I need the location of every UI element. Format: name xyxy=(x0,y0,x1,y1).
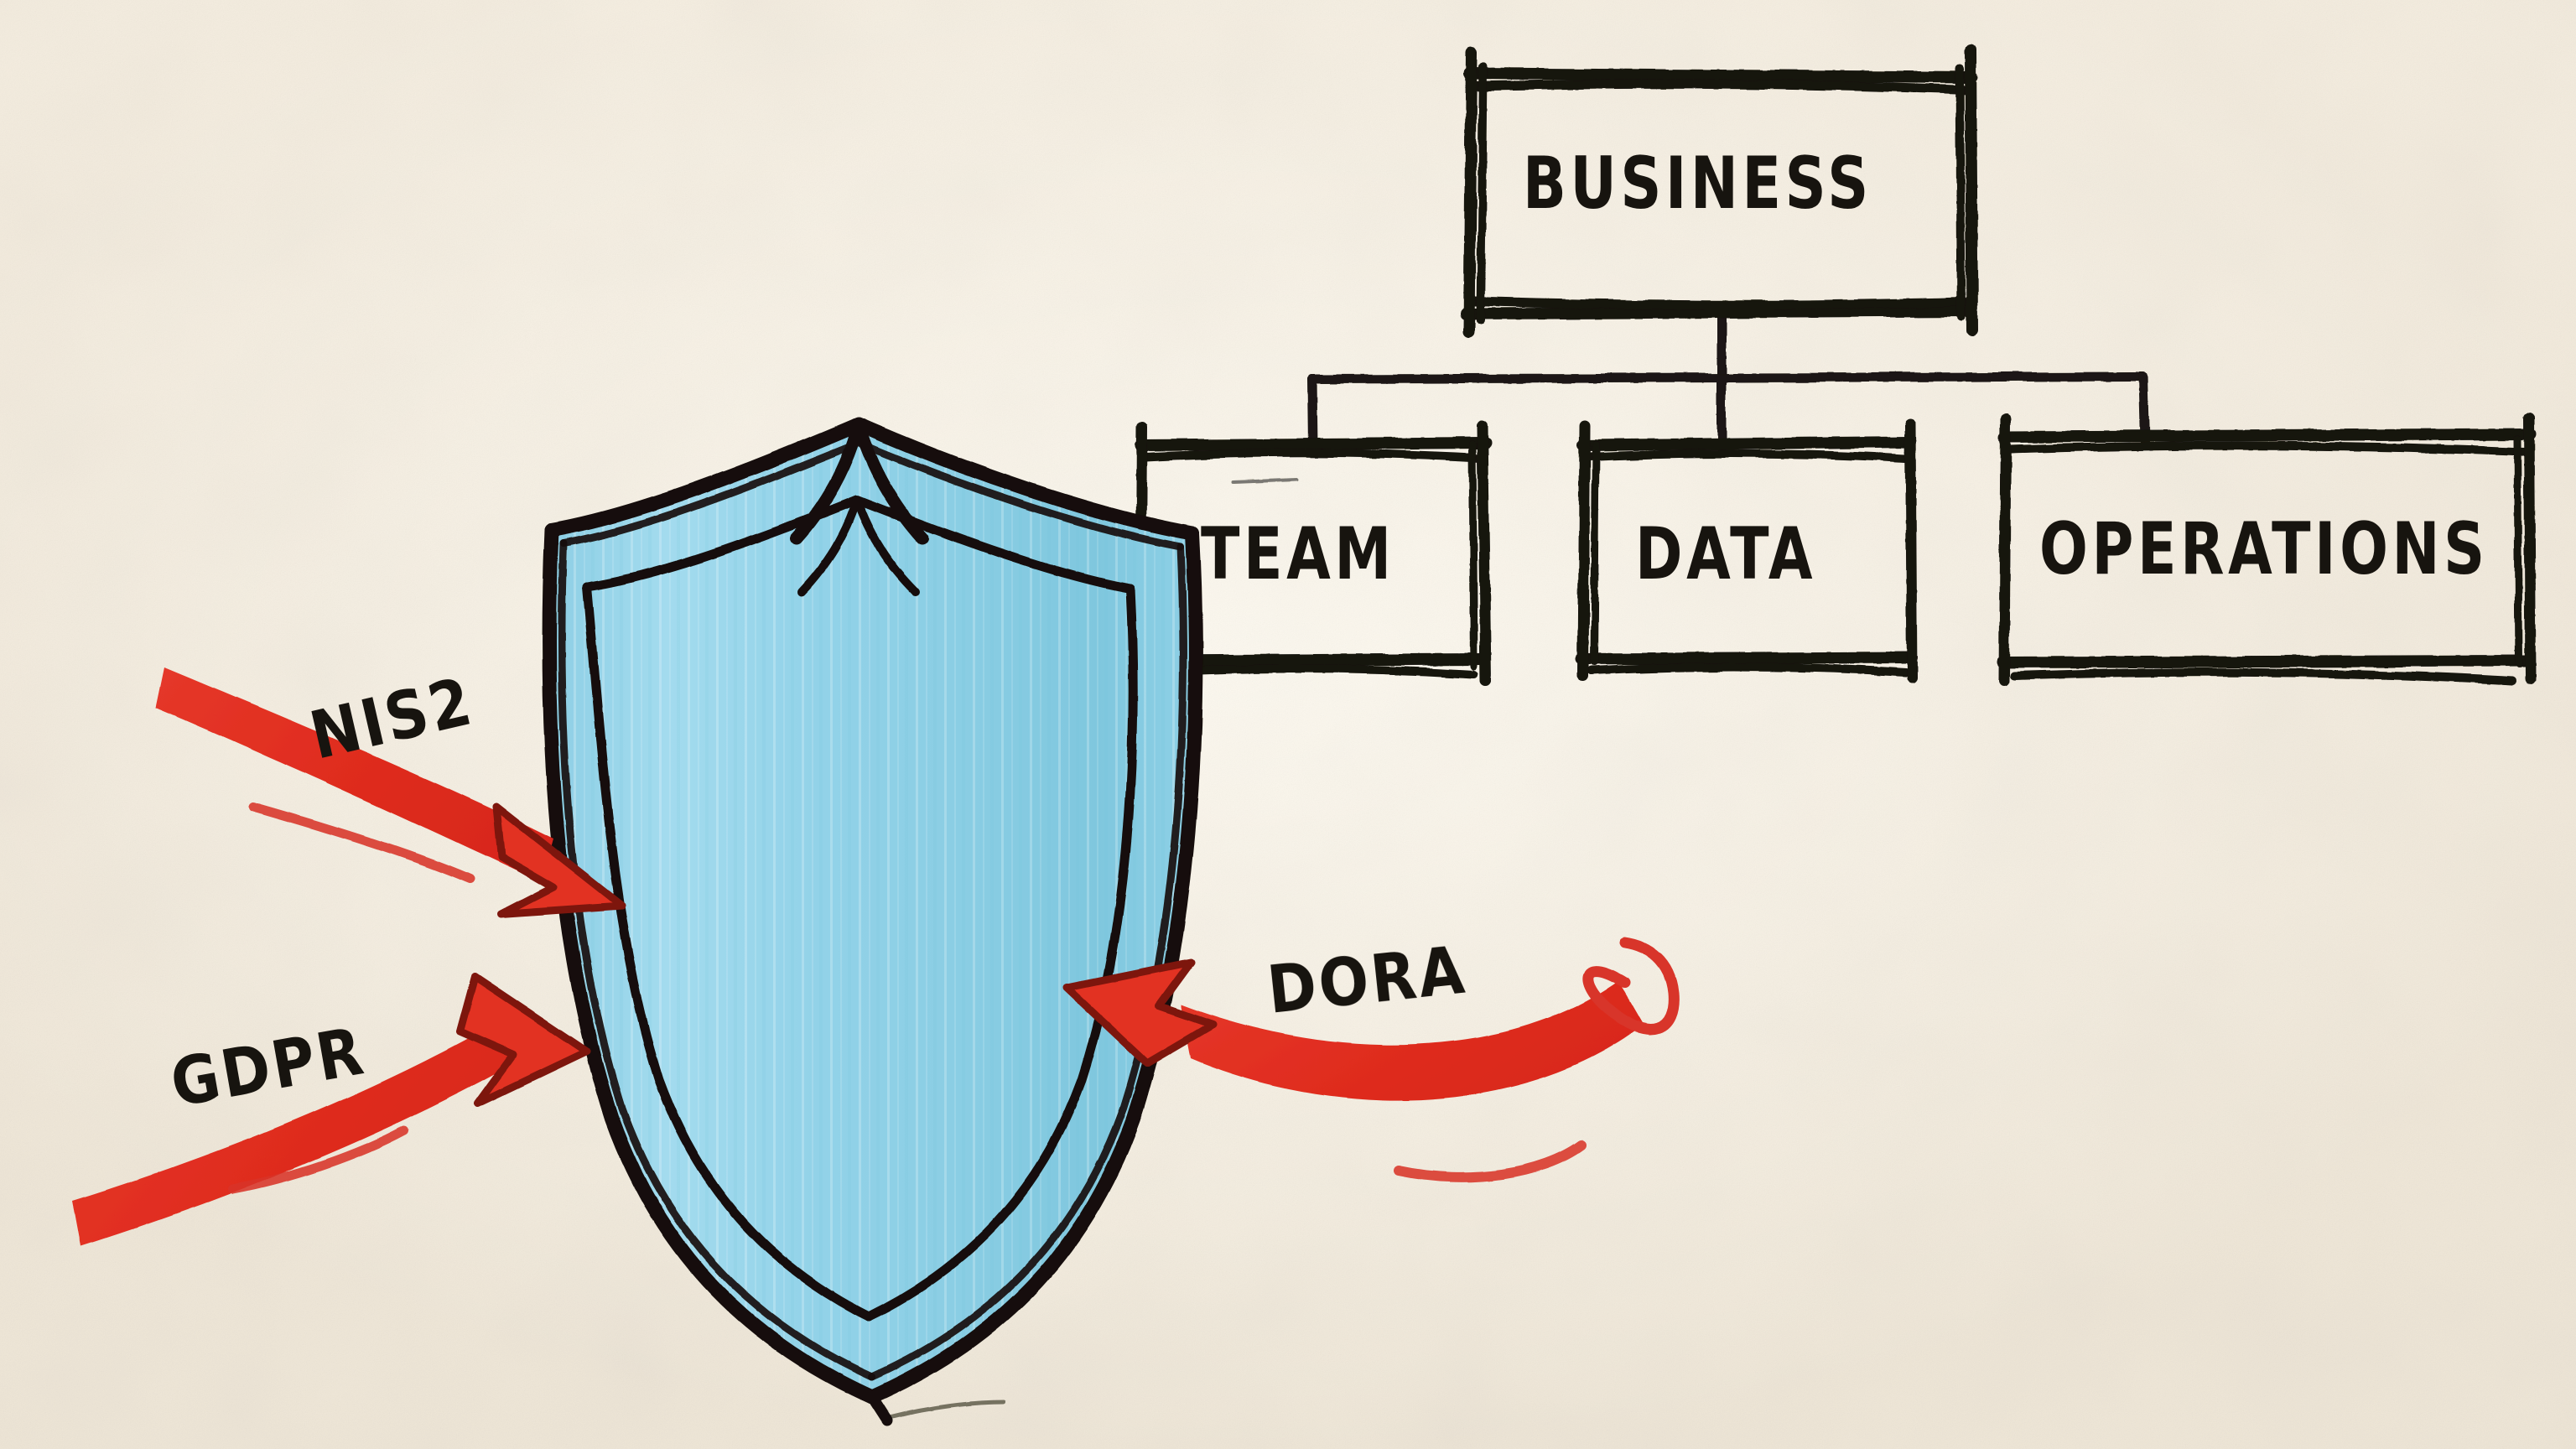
label-data: DATA xyxy=(1635,512,1817,596)
dora-speed-line xyxy=(1394,1140,1587,1182)
gdpr-speed-line xyxy=(228,1125,409,1194)
label-team: TEAM xyxy=(1201,512,1395,596)
nis2-arrow-shaft xyxy=(156,667,553,882)
shield-texture xyxy=(550,429,1195,1392)
org-box-data[interactable] xyxy=(1576,418,1918,683)
dora-arrow-shaft xyxy=(1181,981,1644,1101)
gdpr-arrow-head xyxy=(455,972,591,1108)
protection-shield[interactable] xyxy=(542,417,1203,1426)
org-chart-connectors xyxy=(1307,312,2150,453)
pressure-arrow-gdpr[interactable] xyxy=(72,972,591,1246)
label-business: BUSINESS xyxy=(1523,142,1872,226)
dora-arrow-head xyxy=(1062,958,1217,1067)
gdpr-arrow-shaft xyxy=(72,1020,523,1246)
pressure-arrow-dora[interactable] xyxy=(1062,937,1680,1182)
nis2-speed-line xyxy=(248,802,475,884)
pressure-arrow-nis2[interactable] xyxy=(156,667,626,918)
dora-tail-curl xyxy=(1582,937,1680,1036)
org-box-business[interactable] xyxy=(1460,44,1978,338)
nis2-arrow-head xyxy=(492,802,626,918)
label-operations: OPERATIONS xyxy=(2039,507,2489,591)
org-box-operations[interactable] xyxy=(1997,412,2537,687)
